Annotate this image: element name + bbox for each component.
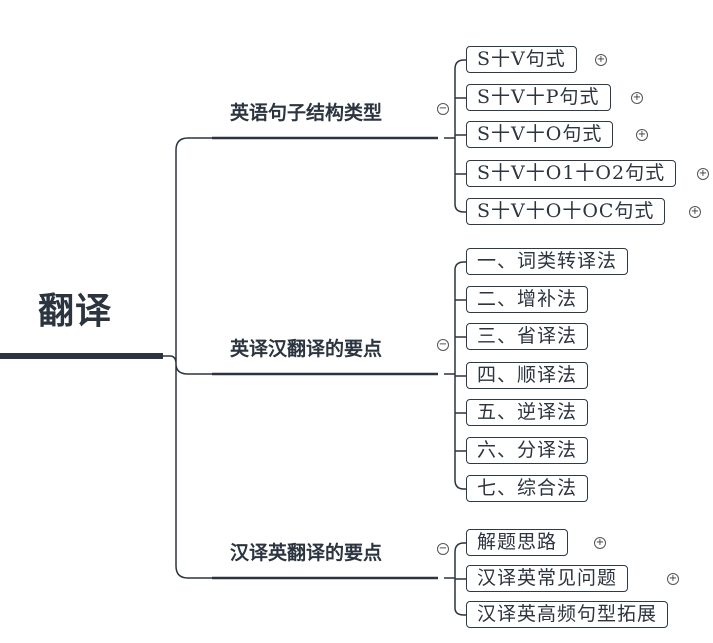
collapse-toggle-icon[interactable]: −: [437, 339, 449, 351]
node-method-6[interactable]: 六、分译法: [466, 437, 589, 464]
node-svp[interactable]: S十V十P句式: [466, 84, 611, 111]
node-common-problems[interactable]: 汉译英常见问题: [466, 565, 629, 592]
node-method-5[interactable]: 五、逆译法: [466, 399, 589, 426]
node-method-1[interactable]: 一、词类转译法: [466, 248, 629, 275]
node-method-3[interactable]: 三、省译法: [466, 323, 589, 350]
collapse-toggle-icon[interactable]: −: [437, 543, 449, 555]
expand-toggle-icon[interactable]: +: [667, 573, 679, 585]
node-solving-approach[interactable]: 解题思路: [466, 529, 569, 556]
node-frequent-patterns[interactable]: 汉译英高频句型拓展: [466, 601, 669, 628]
branch-en-to-zh-points[interactable]: 英译汉翻译的要点: [230, 338, 383, 360]
node-svo[interactable]: S十V十O句式: [466, 121, 614, 148]
expand-toggle-icon[interactable]: +: [689, 206, 701, 218]
branch-english-sentence-types[interactable]: 英语句子结构类型: [230, 102, 383, 124]
node-method-2[interactable]: 二、增补法: [466, 286, 589, 313]
node-method-4[interactable]: 四、顺译法: [466, 362, 589, 389]
expand-toggle-icon[interactable]: +: [594, 537, 606, 549]
expand-toggle-icon[interactable]: +: [636, 129, 648, 141]
collapse-toggle-icon[interactable]: −: [437, 103, 449, 115]
root-topic[interactable]: 翻译: [38, 291, 113, 332]
node-svooc[interactable]: S十V十O十OC句式: [466, 198, 666, 225]
node-sv[interactable]: S十V句式: [466, 46, 577, 73]
node-svo1o2[interactable]: S十V十O1十O2句式: [466, 160, 677, 187]
branch-zh-to-en-points[interactable]: 汉译英翻译的要点: [230, 542, 383, 564]
node-method-7[interactable]: 七、综合法: [466, 475, 589, 502]
expand-toggle-icon[interactable]: +: [631, 92, 643, 104]
expand-toggle-icon[interactable]: +: [697, 168, 709, 180]
expand-toggle-icon[interactable]: +: [595, 54, 607, 66]
